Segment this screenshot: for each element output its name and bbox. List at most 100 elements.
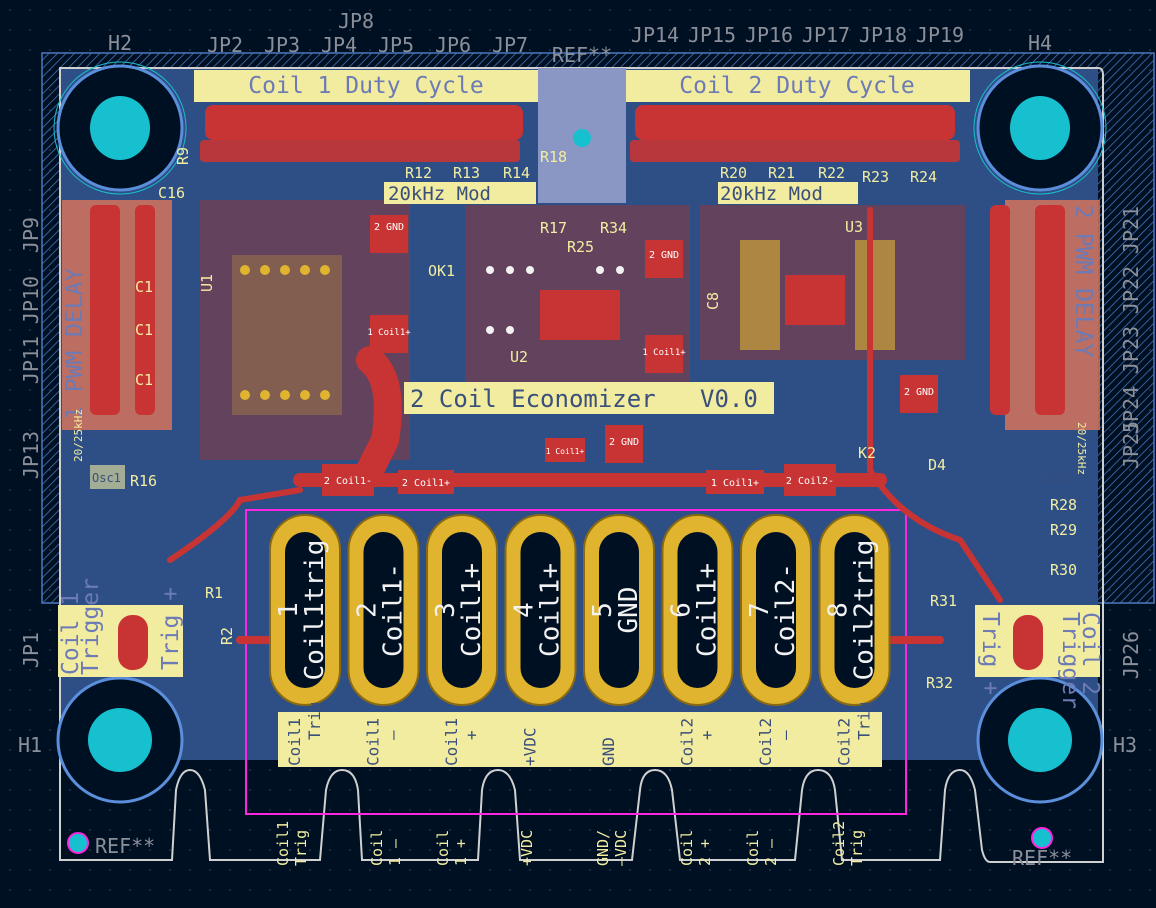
pin-net: Coil2trig	[850, 540, 880, 681]
ref-r28: R28	[1050, 496, 1077, 514]
fiducial	[1031, 827, 1053, 849]
pin-net: Coil1+	[693, 563, 723, 657]
ref-u3: U3	[845, 218, 863, 236]
board-version: V0.0	[700, 385, 758, 413]
test-pad[interactable]: 1 Coil1+	[367, 315, 411, 353]
coil2-dip-switch[interactable]	[630, 105, 960, 162]
svg-text:2 GND: 2 GND	[609, 437, 639, 448]
ref-jp5: JP5	[378, 33, 414, 57]
pwm2-pads[interactable]	[990, 205, 1065, 415]
test-pad[interactable]: 2 GND	[900, 375, 938, 413]
ref-ok1: OK1	[428, 262, 455, 280]
terminal-silk-label: +	[462, 730, 481, 740]
mounting-hole-h4[interactable]	[973, 61, 1107, 195]
ref-placeholder: REF**	[1012, 846, 1072, 870]
trigger2-label: Coil 2	[1077, 612, 1103, 695]
test-pad[interactable]: 2 GND	[370, 215, 408, 253]
pwm1-pads[interactable]	[90, 205, 155, 415]
trig-plus-label: Trig +	[158, 587, 184, 670]
coil2-duty-label: Coil 2 Duty Cycle	[679, 73, 914, 99]
ref-r31: R31	[930, 592, 957, 610]
trigger1-label: Coil 1	[58, 592, 84, 675]
edge-label: Coil	[744, 830, 762, 866]
trace-pad[interactable]: 2 Coil1+	[398, 470, 454, 494]
ref-r14: R14	[503, 164, 530, 182]
edge-label: Coil1	[274, 821, 292, 866]
ref-r20: R20	[720, 164, 747, 182]
terminal-silk-label: Coil1	[285, 718, 304, 766]
trace-pad[interactable]: 2 Coil2-	[784, 464, 836, 496]
pin-number: 6	[667, 602, 697, 618]
ref-placeholder: REF**	[552, 43, 612, 67]
test-pad[interactable]: 2 GND	[645, 240, 683, 278]
ref-r13: R13	[453, 164, 480, 182]
ref-r12: R12	[405, 164, 432, 182]
mounting-hole-h2[interactable]	[53, 61, 187, 195]
edge-label: Trig	[292, 830, 310, 866]
coil1-dip-switch[interactable]	[200, 105, 523, 162]
board-edge	[59, 67, 1104, 863]
ref-u2: U2	[510, 348, 528, 366]
trace-pad[interactable]: 1 Coil1+	[706, 470, 764, 494]
ref-c1: C1	[135, 321, 153, 339]
trigger1-label: Trigger	[78, 578, 104, 675]
terminal-silk-label: +VDC	[521, 727, 540, 766]
ref-r21: R21	[768, 164, 795, 182]
mod2-box	[718, 182, 858, 204]
ref-jp8: JP8	[338, 9, 374, 33]
trace-pad[interactable]: 1 Coil1+	[545, 438, 585, 462]
mounting-hole-h1[interactable]	[56, 676, 184, 804]
edge-label: Coil	[678, 830, 696, 866]
terminal-silk-label: Coil2	[678, 718, 697, 766]
pin-net: Coil1trig	[300, 540, 330, 681]
ic-u2[interactable]	[486, 266, 624, 340]
pwm1-label: 1 PWM DELAY	[62, 268, 88, 420]
ref-jp22: JP22	[1119, 266, 1143, 314]
ref-r22: R22	[818, 164, 845, 182]
terminal-silk-label: GND	[599, 737, 618, 766]
pin-net: Coil1+	[536, 563, 566, 657]
mod2-label: 20kHz Mod	[720, 183, 823, 205]
ref-h1: H1	[18, 733, 42, 757]
ref-c8: C8	[704, 292, 722, 310]
fiducial	[67, 832, 89, 854]
svg-text:1 Coil1+: 1 Coil1+	[642, 348, 686, 358]
ref-jp11: JP11	[19, 336, 43, 384]
terminal-silk-label: +	[698, 730, 717, 740]
mounting-hole-h3[interactable]	[976, 676, 1104, 804]
trace-pad[interactable]: 2 Coil1-	[322, 464, 374, 496]
freq-label: 20/25kHz	[1075, 422, 1088, 475]
ic-u3[interactable]	[740, 240, 895, 350]
terminal-silk-label: Trig	[305, 701, 324, 740]
svg-text:1 Coil1+: 1 Coil1+	[711, 478, 759, 489]
terminal-silk-label: –	[776, 730, 795, 740]
svg-text:2 GND: 2 GND	[374, 222, 404, 233]
terminal-silk-box	[278, 712, 882, 767]
ref-r23: R23	[862, 168, 889, 186]
ref-jp7: JP7	[492, 33, 528, 57]
test-pad[interactable]: 2 GND	[605, 425, 643, 463]
ref-jp25: JP25	[1119, 421, 1143, 469]
ref-jp10: JP10	[19, 276, 43, 324]
svg-text:2 Coil1-: 2 Coil1-	[324, 476, 372, 487]
test-pad[interactable]: 1 Coil1+	[642, 335, 686, 373]
edge-label: 1 –	[386, 838, 404, 866]
ref-r29: R29	[1050, 521, 1077, 539]
ref-jp24: JP24	[1119, 386, 1143, 434]
ic-u1[interactable]	[232, 255, 342, 415]
ref-r9: R9	[174, 147, 192, 165]
ref-r25: R25	[567, 238, 594, 256]
pin-number: 1	[274, 602, 304, 618]
trigger2-connector[interactable]	[1013, 615, 1043, 670]
trigger1-connector[interactable]	[118, 615, 148, 670]
ref-r16: R16	[130, 472, 157, 490]
